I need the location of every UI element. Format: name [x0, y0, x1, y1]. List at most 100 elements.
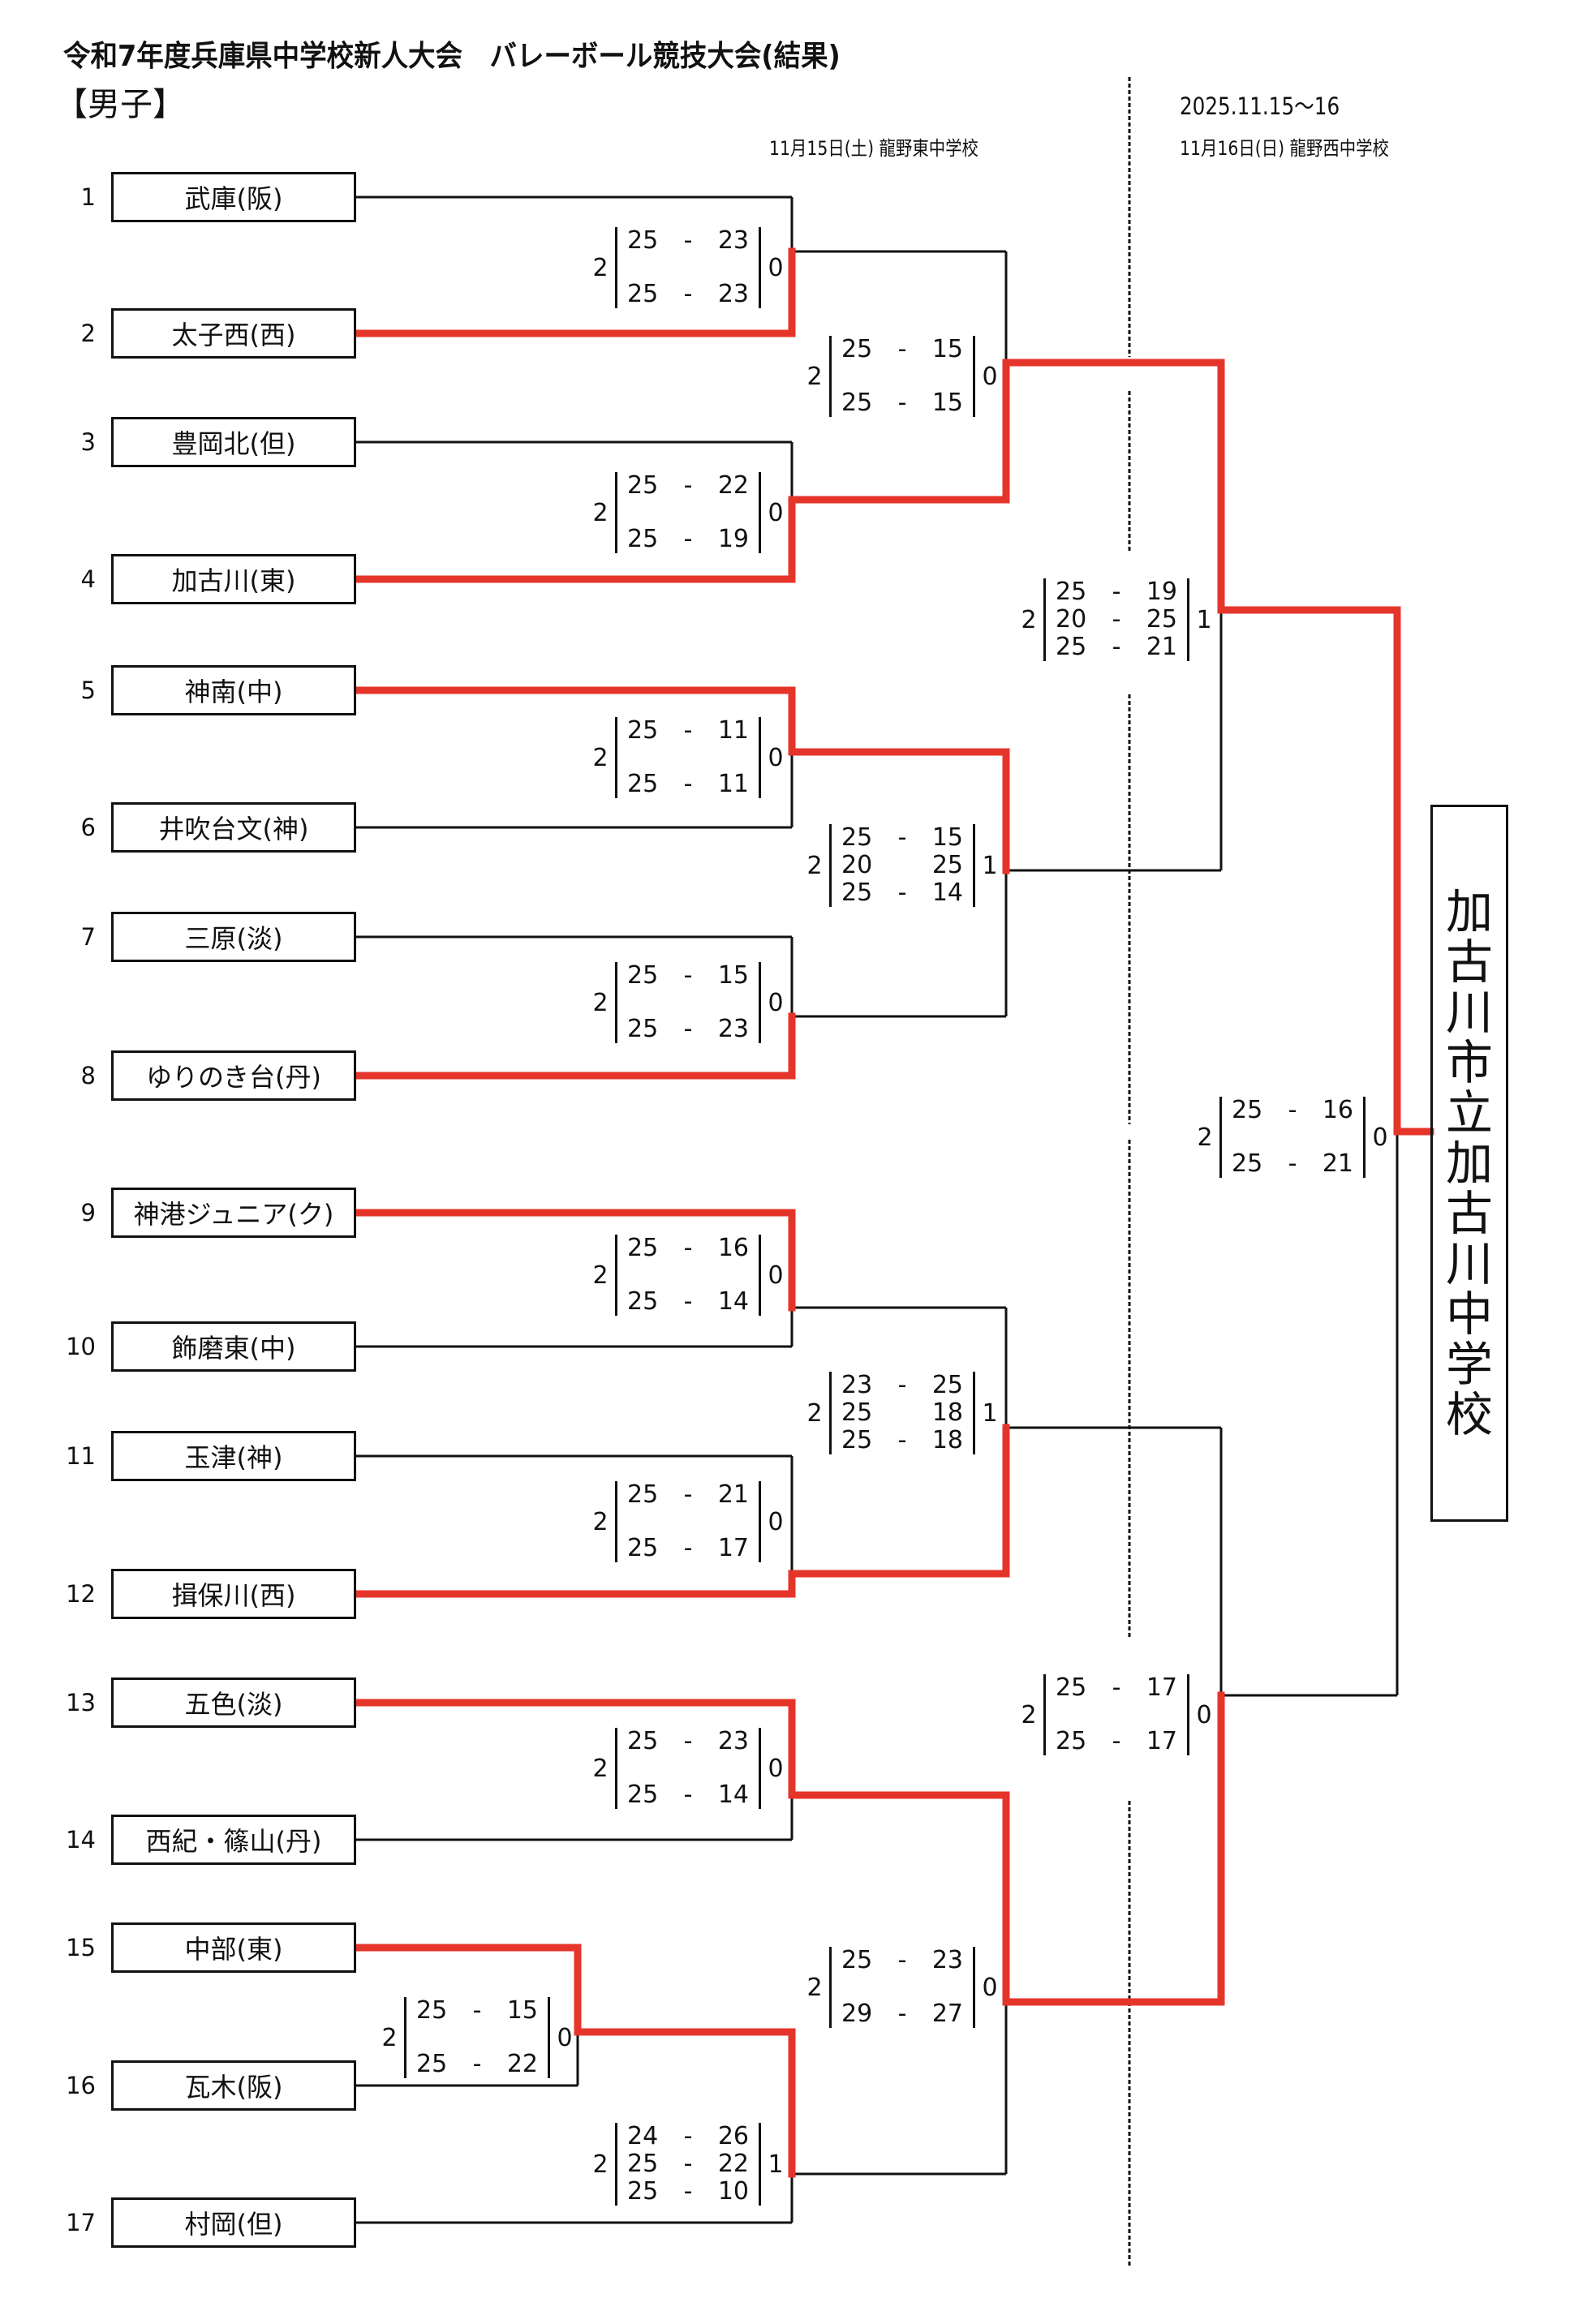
team-box: 井吹台文(神)	[111, 802, 356, 853]
team-seed-number: 15	[66, 1934, 96, 1961]
set-score-separator: -	[683, 770, 693, 798]
sets-won-left: 2	[1021, 1700, 1037, 1729]
set-score-row: 25 18	[841, 1399, 963, 1427]
set-score-row: 25-19	[1056, 578, 1177, 606]
set-score-row: 25-22	[627, 2150, 749, 2178]
set-points-right: 16	[717, 1234, 749, 1262]
set-score-separator	[890, 852, 914, 879]
set-score-row: 25-22	[627, 474, 749, 498]
set-points-right: 18	[931, 1426, 963, 1454]
set-score-separator: -	[897, 335, 907, 363]
team-seed-number: 13	[66, 1689, 96, 1716]
set-score-row: 25-11	[627, 719, 749, 743]
set-points-left: 25	[416, 1996, 448, 2025]
set-score-separator: -	[897, 2000, 907, 2028]
set-points-right: 25	[1146, 605, 1177, 634]
sets-won-right: 1	[982, 1398, 998, 1428]
set-points-left: 25	[841, 1946, 873, 1974]
set-points-left: 25	[841, 823, 873, 852]
set-points-left: 25	[627, 1534, 659, 1562]
set-score-row: 25-15	[416, 1999, 538, 2023]
sets-won-right: 0	[1196, 1700, 1212, 1729]
set-score-row: 25-21	[1056, 634, 1177, 661]
set-points-left: 25	[1232, 1149, 1263, 1178]
set-points-left: 25	[627, 2177, 659, 2206]
set-score-row: 20-25	[1056, 606, 1177, 634]
sets-won-right: 1	[768, 2150, 784, 2179]
team-seed-number: 14	[66, 1826, 96, 1854]
set-points-right: 11	[717, 716, 749, 745]
set-points-left: 20	[841, 851, 873, 879]
team-name: 瓦木(阪)	[184, 2072, 283, 2103]
sets-won-left: 2	[592, 743, 609, 772]
team-name: 加古川(東)	[171, 565, 296, 596]
set-score-separator: -	[683, 1727, 693, 1755]
set-score-separator: -	[1112, 1673, 1121, 1702]
sets-won-left: 2	[1021, 605, 1037, 634]
team-seed-number: 12	[66, 1580, 96, 1608]
team-box: 村岡(但)	[111, 2197, 356, 2248]
sets-won-left: 2	[806, 1973, 823, 2002]
sets-won-right: 0	[768, 1754, 784, 1783]
set-points-right: 22	[717, 2150, 749, 2178]
set-score-separator: -	[897, 1371, 907, 1399]
set-score-row: 25-15	[841, 337, 963, 362]
set-points-left: 25	[841, 389, 873, 417]
team-seed-number: 11	[66, 1442, 96, 1470]
sets-won-right: 1	[982, 851, 998, 880]
team-seed-number: 4	[80, 565, 96, 593]
team-box: 三原(淡)	[111, 912, 356, 962]
team-name: 村岡(但)	[184, 2209, 283, 2240]
champion-name-char: 川	[1445, 1236, 1493, 1292]
team-seed-number: 7	[80, 923, 96, 951]
set-points-left: 25	[627, 525, 659, 553]
set-score-separator: -	[683, 2177, 693, 2206]
set-points-left: 25	[841, 1426, 873, 1454]
set-points-left: 25	[841, 1398, 873, 1427]
set-score-row: 25-16	[627, 1236, 749, 1261]
set-points-left: 25	[841, 878, 873, 907]
set-score-row: 25-15	[627, 964, 749, 988]
set-points-left: 25	[416, 2050, 448, 2078]
sets-won-left: 2	[592, 1261, 609, 1290]
set-points-right: 11	[717, 770, 749, 798]
set-points-left: 25	[627, 1727, 659, 1755]
team-seed-number: 1	[80, 183, 96, 211]
set-points-left: 25	[1056, 633, 1087, 661]
set-score-row: 25-11	[627, 772, 749, 797]
set-score-row: 25-17	[1056, 1729, 1177, 1754]
team-name: ゆりのき台(丹)	[145, 1062, 321, 1093]
set-score-separator: -	[683, 471, 693, 500]
sets-won-right: 0	[1372, 1123, 1388, 1152]
set-points-right: 17	[1146, 1673, 1177, 1702]
set-points-left: 25	[627, 1234, 659, 1262]
team-name: 五色(淡)	[184, 1689, 283, 1720]
team-seed-number: 5	[80, 677, 96, 704]
set-score-row: 25-14	[841, 879, 963, 907]
champion-name-char: 中	[1445, 1287, 1493, 1342]
page-title: 令和7年度兵庫県中学校新人大会 バレーボール競技大会(結果)	[63, 40, 841, 73]
set-points-right: 23	[717, 1015, 749, 1043]
set-score-separator	[890, 1399, 914, 1427]
set-score-separator: -	[683, 525, 693, 553]
team-seed-number: 2	[80, 320, 96, 347]
champion-name-char: 学	[1445, 1337, 1493, 1393]
set-score-row: 25-23	[841, 1948, 963, 1973]
set-points-right: 18	[931, 1398, 963, 1427]
set-score-separator: -	[472, 1996, 482, 2025]
team-box: 飾磨東(中)	[111, 1321, 356, 1372]
champion-name-char: 校	[1445, 1387, 1493, 1443]
set-points-right: 15	[931, 389, 963, 417]
